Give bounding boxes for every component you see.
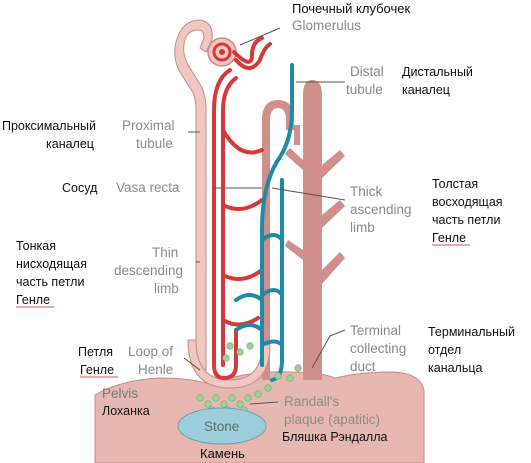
stone	[177, 407, 267, 445]
label-ru-thin-1: Тонкая	[16, 239, 56, 253]
label-en-terminal-2: collecting	[350, 341, 406, 356]
vasa-recta-venous	[234, 63, 294, 382]
label-en-randall-2: plaque (apatitic)	[284, 412, 380, 427]
label-en-terminal-1: Terminal	[350, 323, 401, 338]
label-ru-pelvis: Лоханка	[102, 404, 150, 418]
label-en-vasa-recta: Vasa recta	[116, 180, 180, 195]
label-en-thick-1: Thick	[350, 184, 383, 199]
label-en-randall-1: Randall's	[284, 394, 339, 409]
label-ru-loop-2: Генле	[80, 363, 114, 377]
label-ru-thick-2: восходящая	[432, 195, 503, 209]
collecting-duct	[285, 80, 345, 380]
label-en-proximal-2: tubule	[136, 136, 173, 151]
glomerulus	[207, 36, 272, 70]
label-en-loop-2: Henle	[138, 362, 173, 377]
label-en-loop-1: Loop of	[128, 344, 173, 359]
label-ru-thin-4: Генле	[16, 293, 50, 307]
proximal-tubule	[174, 19, 213, 371]
label-ru-randall: Бляшка Рэндалла	[282, 430, 387, 444]
label-ru-proximal-2: каналец	[46, 137, 94, 151]
label-ru-glomerulus: Почечный клубочек	[292, 1, 410, 16]
vasa-recta-arterial	[212, 68, 264, 381]
label-ru-terminal-3: канальца	[428, 361, 483, 375]
label-ru-thin-3: часть петли	[16, 275, 84, 289]
label-ru-thick-3: часть петли	[432, 213, 500, 227]
label-en-thin-3: limb	[154, 281, 179, 296]
label-ru-vessel: Сосуд	[62, 181, 98, 195]
leader-lines	[183, 27, 346, 405]
label-ru-proximal-1: Проксимальный	[2, 119, 96, 133]
label-ru-loop-1: Петля	[78, 345, 113, 359]
label-en-thick-2: ascending	[350, 202, 412, 217]
label-ru-thin-2: нисходящая	[16, 257, 87, 271]
label-en-proximal-1: Proximal	[122, 118, 175, 133]
label-ru-terminal-2: отдел	[428, 343, 461, 357]
loop-of-henle	[187, 339, 271, 389]
label-ru-distal-2: каналец	[402, 83, 450, 97]
label-en-distal-2: tubule	[346, 82, 383, 97]
label-en-terminal-3: duct	[350, 359, 376, 374]
label-en-thin-1: Thin	[152, 245, 178, 260]
label-ru-stone: Камень	[200, 446, 245, 461]
label-ru-thick-4: Генле	[432, 231, 466, 245]
thick-ascending-limb	[262, 100, 300, 380]
label-en-thick-3: limb	[350, 220, 375, 235]
label-ru-terminal-1: Терминальный	[428, 325, 515, 339]
label-en-stone: Stone	[204, 419, 239, 434]
label-en-distal-1: Distal	[350, 64, 384, 79]
label-en-pelvis: Pelvis	[102, 386, 138, 401]
label-en-thin-2: descending	[114, 263, 183, 278]
label-en-glomerulus: Glomerulus	[292, 18, 361, 33]
label-ru-thick-1: Толстая	[432, 177, 478, 191]
label-ru-distal-1: Дистальный	[402, 65, 473, 79]
